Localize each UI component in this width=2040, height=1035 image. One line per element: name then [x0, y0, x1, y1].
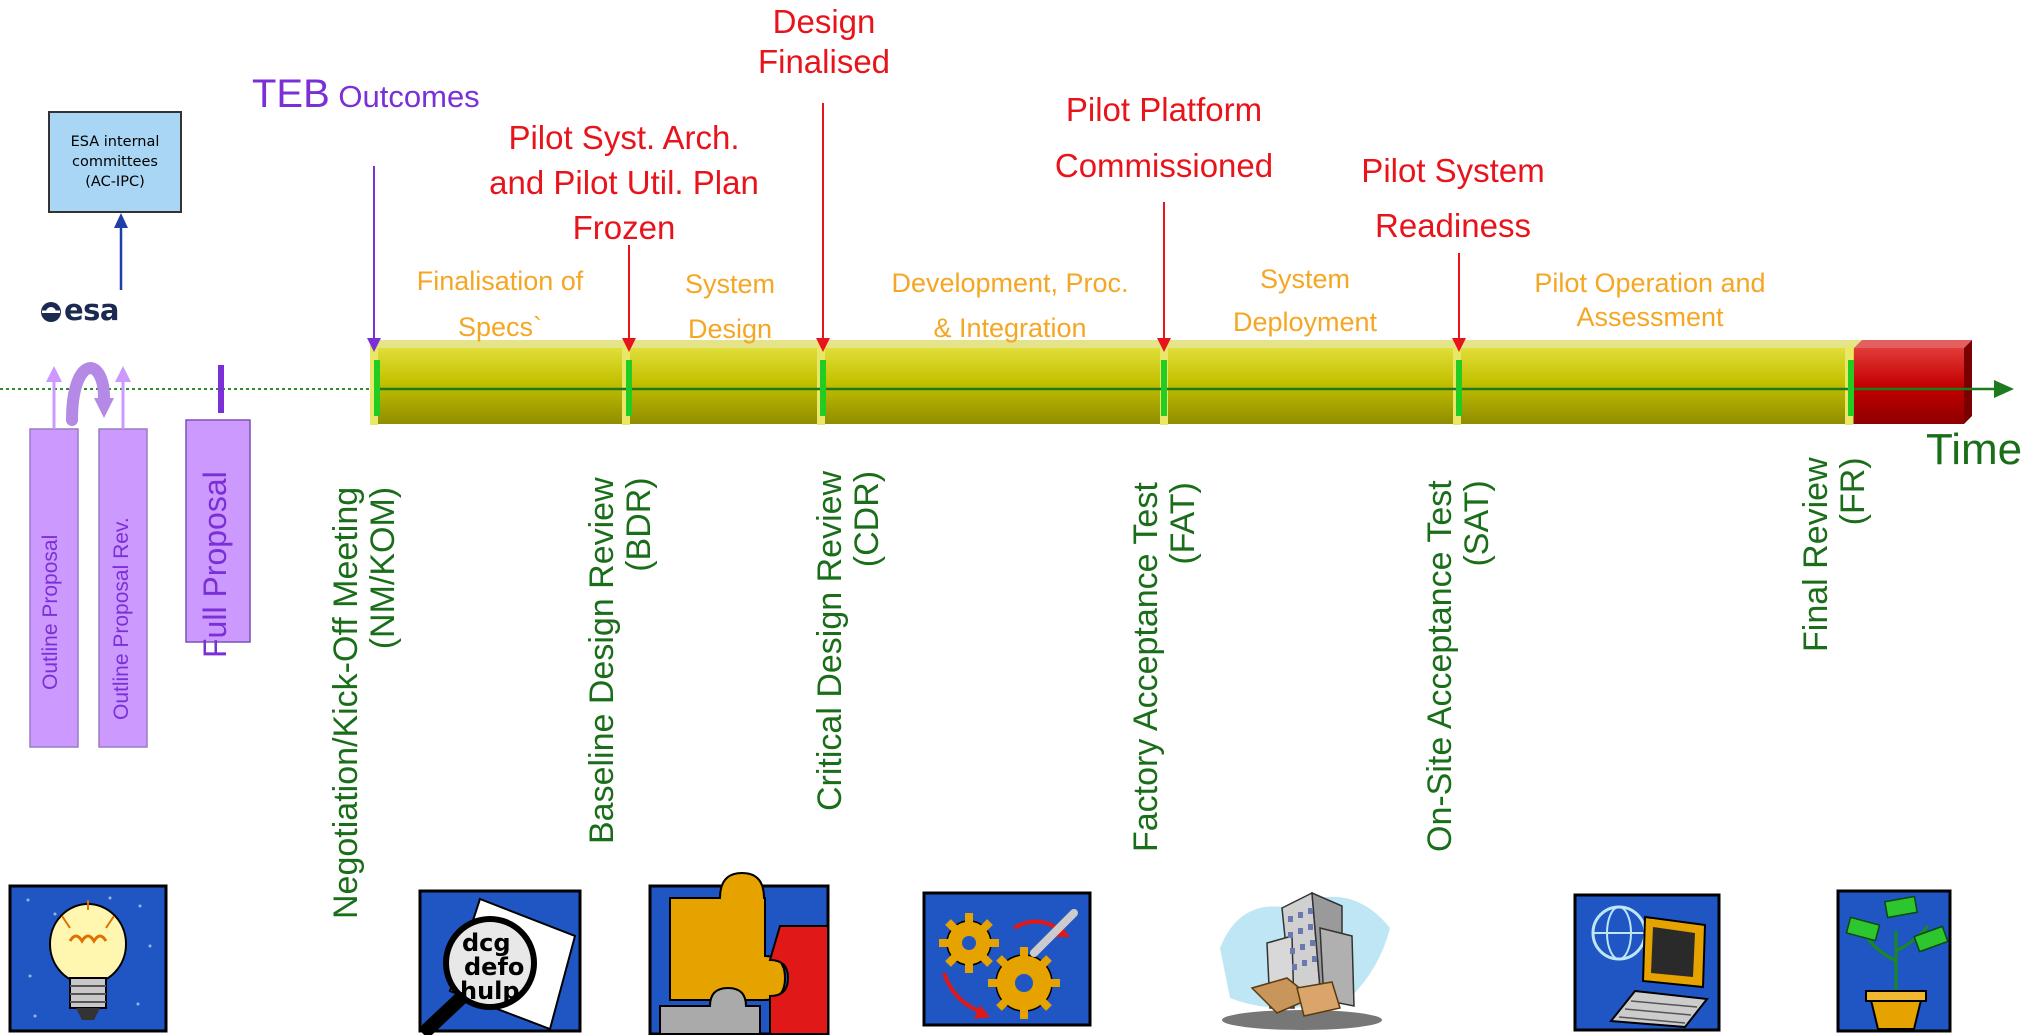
outcome-design-finalised-line2: Finalised	[757, 43, 891, 80]
teb-prefix: TEB	[252, 72, 330, 116]
outcome-system-readiness-line2: Readiness	[1375, 207, 1531, 244]
phase-finalisation-line2: Specs`	[457, 312, 543, 342]
outcome-system-readiness: Pilot System Readiness	[1361, 143, 1544, 253]
outcome-design-finalised-line1: Design	[772, 3, 876, 40]
milestone-fat-line1: Factory Acceptance Test	[1127, 482, 1165, 852]
milestone-cdr-line1: Critical Design Review	[811, 470, 849, 811]
phase-development: Development, Proc. & Integration	[891, 261, 1128, 351]
outcome-arch-frozen-line3: Frozen	[572, 209, 676, 246]
time-axis	[380, 380, 2014, 398]
lightbulb-icon	[8, 884, 168, 1033]
milestone-fr-line1: Final Review	[1797, 457, 1835, 652]
phase-system-design: System Design	[685, 262, 775, 352]
phase-system-deployment: System Deployment	[1233, 258, 1377, 344]
outcome-arch-frozen: Pilot Syst. Arch. and Pilot Util. Plan F…	[489, 115, 759, 250]
phase-operation-assessment: Pilot Operation and Assessment	[1534, 266, 1765, 334]
esa-logo: esa	[36, 292, 146, 332]
milestone-nm-kom: Negotiation/Kick-Off Meeting (NM/KOM)	[327, 486, 403, 919]
committee-line-2: committees	[72, 154, 158, 170]
outcome-system-readiness-line1: Pilot System	[1361, 152, 1545, 189]
esa-logo-text: esa	[64, 293, 120, 327]
milestone-sat: On-Site Acceptance Test (SAT)	[1421, 480, 1497, 852]
milestone-nm-kom-line1: Negotiation/Kick-Off Meeting	[327, 486, 365, 919]
full-proposal-tick	[218, 365, 224, 413]
proposal-boxes	[29, 366, 251, 748]
milestone-sat-line1: On-Site Acceptance Test	[1421, 480, 1459, 852]
outcome-design-finalised: Design Finalised	[758, 2, 890, 82]
phase-finalisation-line1: Finalisation of	[416, 266, 584, 296]
outcome-platform-commissioned-line2: Commissioned	[1054, 147, 1274, 184]
milestone-nm-kom-line2: (NM/KOM)	[364, 486, 403, 650]
milestone-bdr: Baseline Design Review (BDR)	[583, 477, 659, 844]
esa-logo-icon	[41, 302, 61, 322]
phase-deployment-line2: Deployment	[1232, 307, 1378, 337]
outcome-arch-frozen-line1: Pilot Syst. Arch.	[508, 119, 740, 156]
milestone-bdr-line1: Baseline Design Review	[583, 477, 621, 844]
full-proposal-label: Full Proposal	[197, 471, 233, 658]
svg-text:dcg: dcg	[462, 929, 511, 957]
outcome-arrows	[622, 103, 1466, 352]
milestone-cdr: Critical Design Review (CDR)	[811, 470, 887, 811]
puzzle-icon	[648, 871, 830, 1035]
project-phase-bar	[370, 340, 1863, 425]
milestone-fat-line2: (FAT)	[1164, 482, 1203, 565]
committee-line-3: (AC-IPC)	[85, 174, 145, 190]
gears-icon	[922, 891, 1092, 1027]
phase-system-design-line1: System	[684, 269, 776, 299]
committee-line-1: ESA internal	[70, 134, 160, 150]
phase-operation-line2: Assessment	[1576, 302, 1724, 332]
teb-arrow	[367, 166, 381, 352]
final-red-bar	[1854, 340, 1972, 424]
svg-text:hulp: hulp	[460, 977, 520, 1005]
outline-proposal-label: Outline Proposal	[39, 534, 62, 690]
phase-development-line1: Development, Proc.	[891, 268, 1129, 298]
esa-to-committee-arrow	[114, 213, 128, 290]
milestone-ticks	[374, 360, 1854, 416]
milestone-fat: Factory Acceptance Test (FAT)	[1127, 482, 1203, 852]
outline-proposal-rev-label: Outline Proposal Rev.	[110, 517, 133, 720]
phase-deployment-line1: System	[1259, 264, 1351, 294]
revision-loop-arrow	[66, 362, 114, 426]
svg-text:defo: defo	[464, 953, 524, 981]
teb-outcomes-label: TEB Outcomes	[252, 72, 480, 117]
committee-box: ESA internal committees (AC-IPC)	[48, 111, 182, 213]
milestone-sat-line2: (SAT)	[1458, 480, 1497, 567]
milestone-bdr-line2: (BDR)	[620, 477, 659, 572]
time-axis-label: Time	[1926, 425, 2023, 474]
phase-system-design-line2: Design	[687, 314, 773, 344]
money-plant-icon	[1836, 889, 1952, 1033]
magnifier-text-icon: dcg defo hulp	[418, 889, 582, 1035]
phase-development-line2: & Integration	[933, 313, 1087, 343]
phase-finalisation-specs: Finalisation of Specs`	[417, 258, 584, 350]
outcome-platform-commissioned-line1: Pilot Platform	[1065, 91, 1263, 128]
buildings-icon	[1220, 891, 1390, 1030]
phase-operation-line1: Pilot Operation and	[1534, 268, 1766, 298]
milestone-fr: Final Review (FR)	[1797, 457, 1873, 652]
outcome-arch-frozen-line2: and Pilot Util. Plan	[489, 164, 759, 201]
milestone-cdr-line2: (CDR)	[848, 470, 887, 568]
teb-suffix: Outcomes	[329, 79, 480, 114]
computer-globe-icon	[1573, 893, 1721, 1032]
milestone-fr-line2: (FR)	[1834, 457, 1873, 526]
outcome-platform-commissioned: Pilot Platform Commissioned	[1055, 82, 1273, 194]
